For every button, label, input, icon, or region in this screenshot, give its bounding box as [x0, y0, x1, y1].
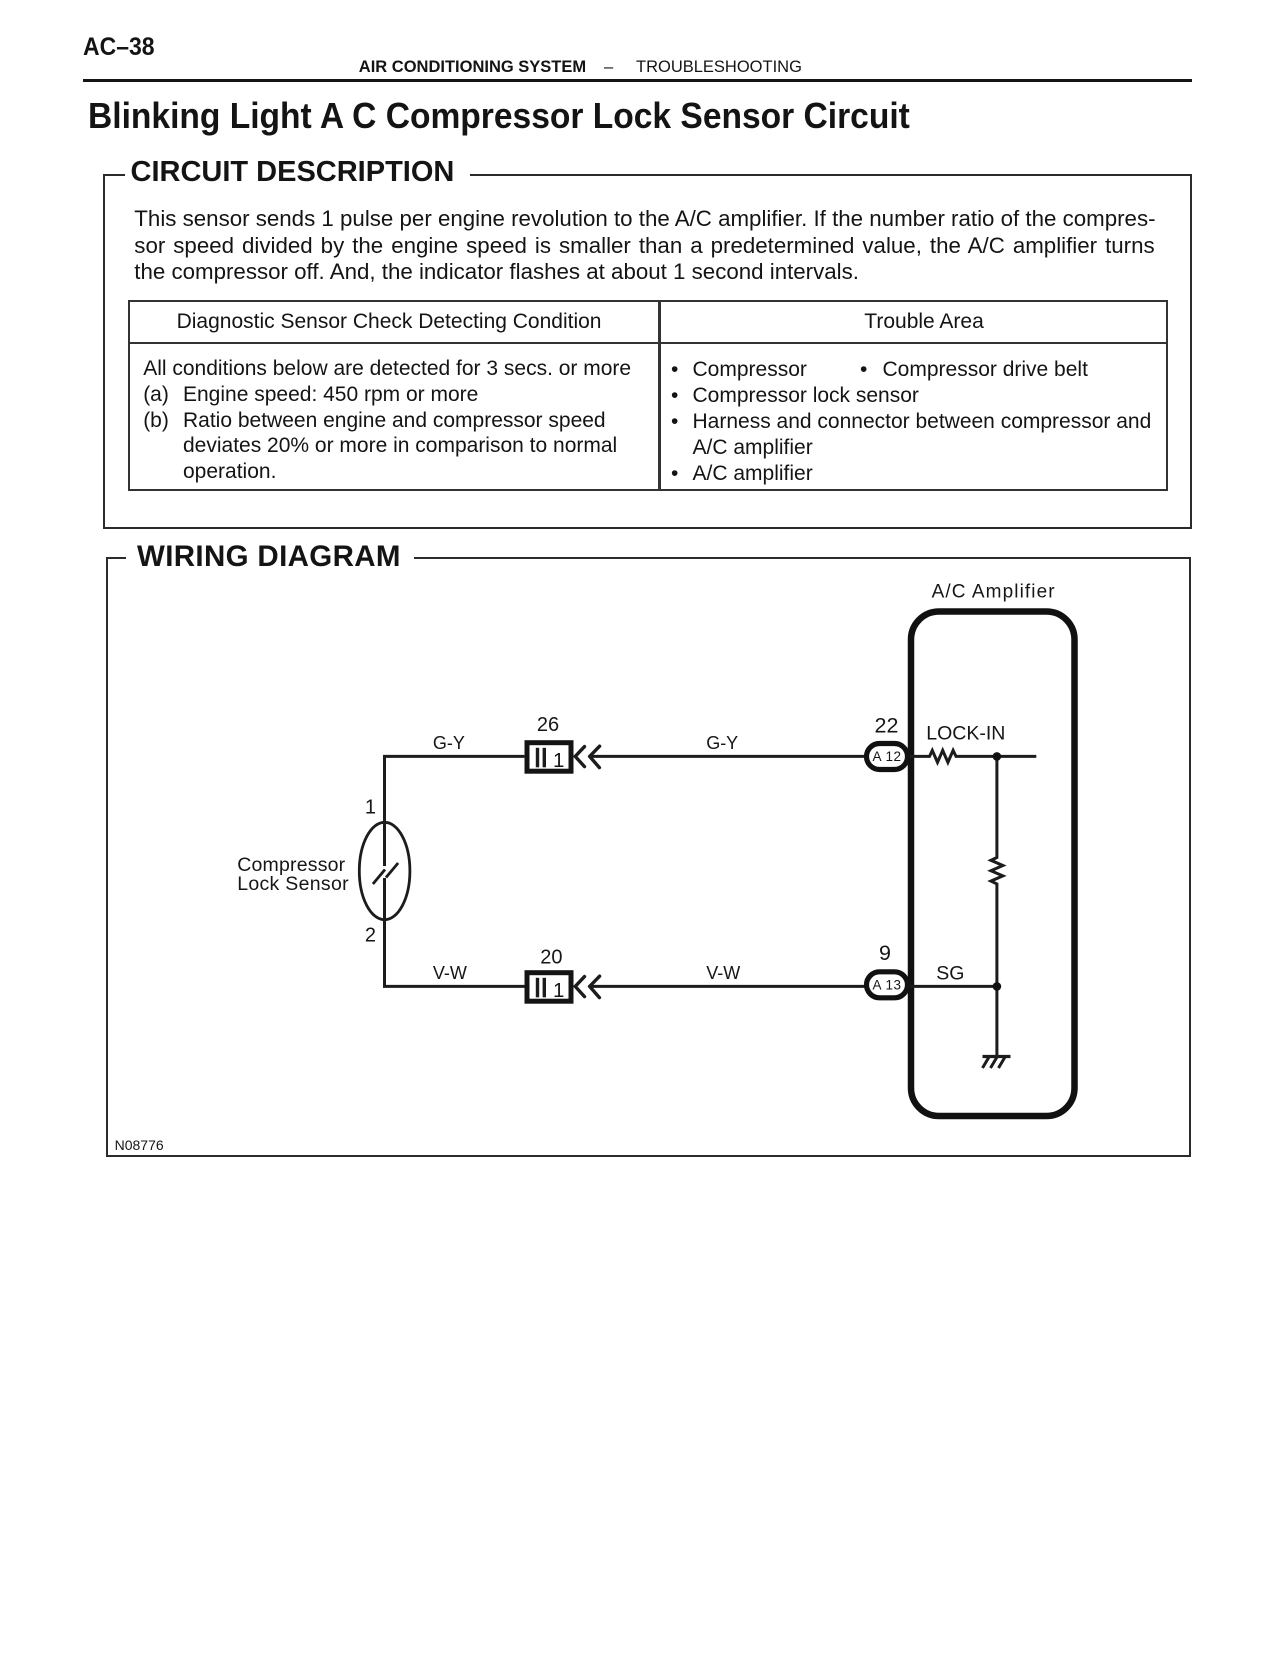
svg-text:G-Y: G-Y [706, 733, 738, 753]
svg-text:A/C Amplifier: A/C Amplifier [932, 582, 1056, 603]
svg-text:1: 1 [553, 979, 564, 1002]
svg-text:A 12: A 12 [872, 749, 901, 764]
svg-text:20: 20 [540, 946, 562, 968]
svg-text:26: 26 [537, 714, 559, 736]
svg-text:V-W: V-W [706, 963, 740, 983]
svg-text:N08776: N08776 [115, 1137, 164, 1153]
svg-text:1: 1 [365, 797, 376, 819]
svg-text:V-W: V-W [433, 963, 467, 983]
svg-text:Lock Sensor: Lock Sensor [237, 873, 349, 895]
svg-text:2: 2 [365, 925, 376, 947]
svg-text:1: 1 [553, 749, 564, 772]
svg-text:LOCK-IN: LOCK-IN [926, 723, 1005, 745]
svg-text:A 13: A 13 [872, 978, 901, 993]
svg-text:22: 22 [875, 714, 899, 738]
svg-text:SG: SG [936, 963, 964, 985]
svg-text:G-Y: G-Y [433, 733, 465, 753]
svg-text:Compressor: Compressor [237, 854, 345, 876]
svg-text:9: 9 [879, 941, 891, 965]
